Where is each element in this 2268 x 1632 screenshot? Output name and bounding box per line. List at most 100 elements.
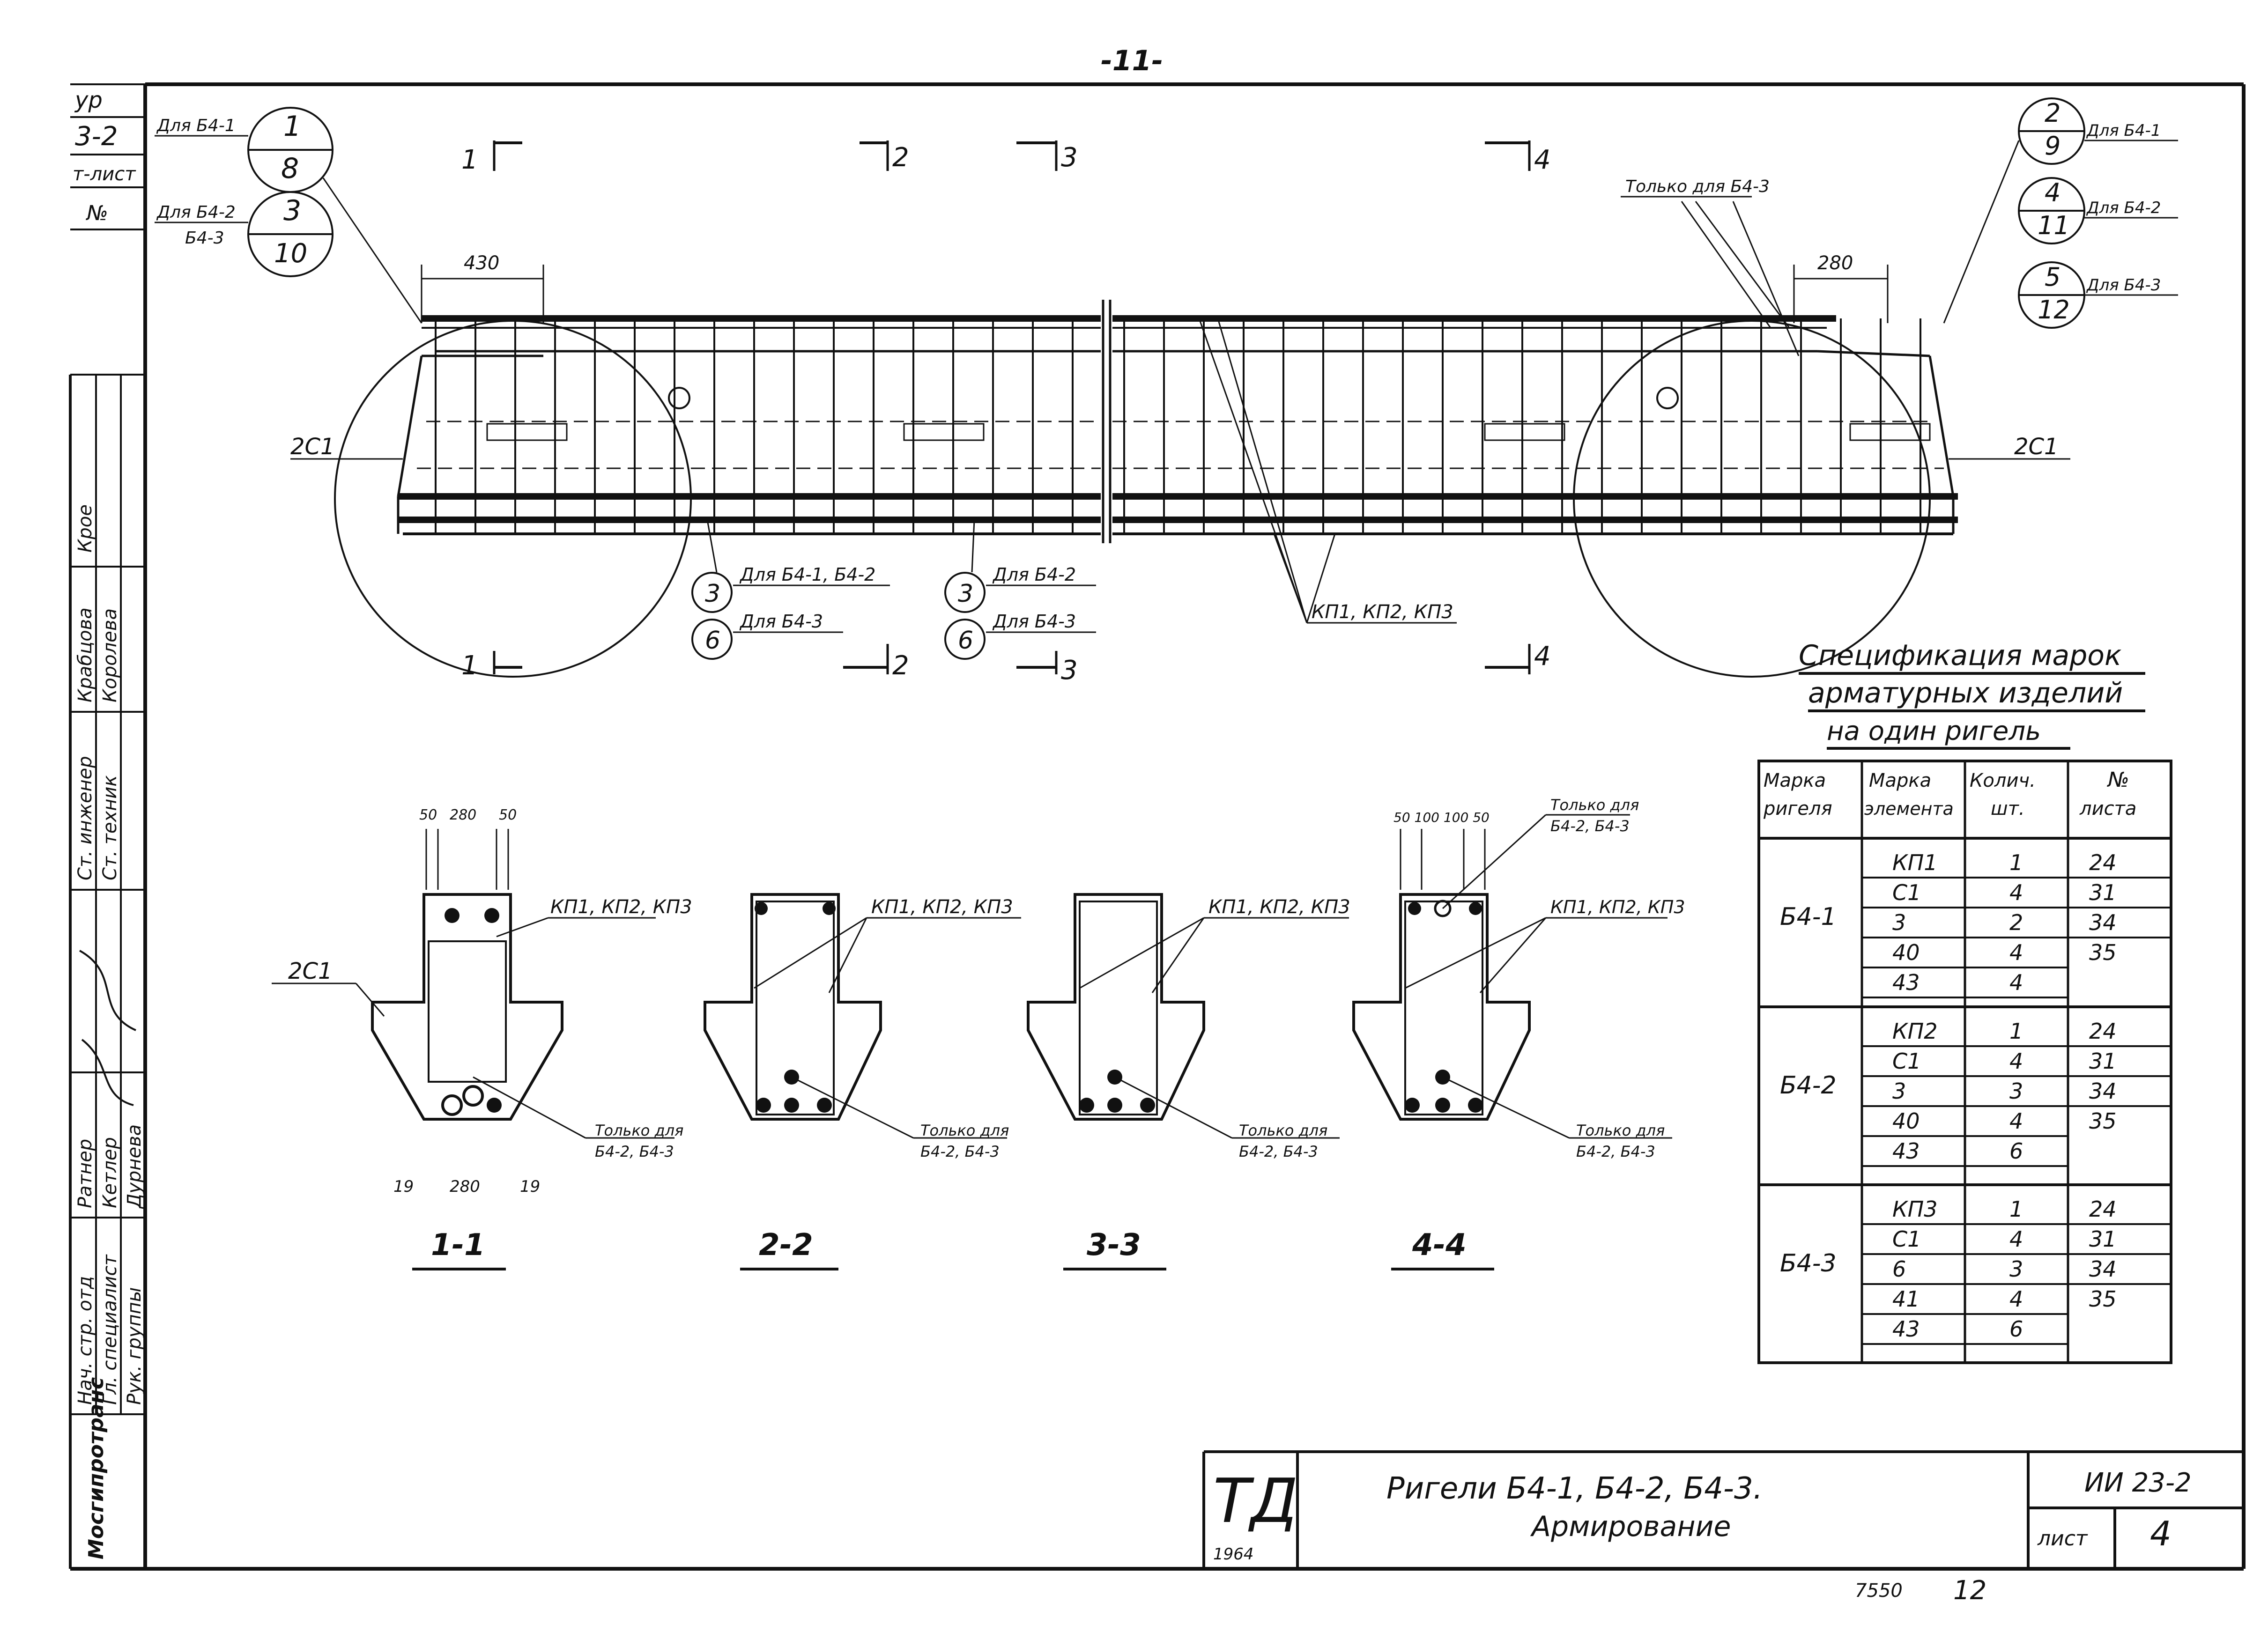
tb-year: 1964: [1213, 1545, 1254, 1564]
spec-cell: 3: [2009, 1078, 2023, 1104]
callout-left-bottom: 3 10 Для Б4-2 Б4-3: [155, 191, 334, 277]
spec-h4b: листа: [2079, 798, 2136, 820]
stamp-role-1: Нач. стр. отд: [74, 1276, 96, 1405]
spec-cell: 35: [2089, 1108, 2117, 1134]
spec-cell: КП2: [1892, 1019, 1938, 1044]
s4-only-label: Только для: [1576, 1122, 1665, 1139]
spec-cell: 3: [1892, 910, 1906, 935]
dim-280-label: 280: [1817, 252, 1853, 274]
title-block: ТД 1964 Ригели Б4-1, Б4-2, Б4-3. Армиров…: [1202, 1450, 2244, 1569]
spec-group-mark: Б4-3: [1780, 1249, 1837, 1278]
footer-n2: 12: [1953, 1575, 1986, 1606]
spec-cell: 24: [2089, 1019, 2117, 1044]
spec-cell: 6: [1892, 1256, 1906, 1282]
spec-cell: 34: [2089, 1078, 2117, 1104]
stamp-frag-4: №: [85, 201, 108, 225]
signature-marks: [79, 950, 136, 1106]
callout-right-1-label: Для Б4-1: [2086, 121, 2161, 140]
section-mark-1-top: 1: [461, 145, 478, 175]
callout-right-3-num: 5: [2045, 262, 2060, 292]
spec-cell: 2: [2009, 910, 2023, 935]
spec-cell: 40: [1892, 940, 1920, 965]
spec-cell: 31: [2089, 1049, 2117, 1074]
s3-title: 3-3: [1087, 1228, 1141, 1263]
section-marks: 1 2 3 4 1 2 3 4: [461, 140, 1551, 686]
callout-bottom-b6-label: Для Б4-3: [992, 611, 1076, 632]
spec-h3a: Колич.: [1970, 770, 2036, 791]
spec-title-3: на один ригель: [1827, 716, 2041, 746]
s3-kp-label: КП1, КП2, КП3: [1208, 896, 1350, 918]
spec-h3b: шт.: [1991, 798, 2025, 820]
callout-left-bot-label1: Для Б4-2: [156, 203, 236, 222]
section-1-1: 50 280 50 КП1, КП2, КП3 2С1 Только для Б…: [272, 807, 692, 1270]
section-mark-1-bottom: 1: [461, 650, 478, 681]
stirrups-right: [1123, 318, 1921, 534]
s1-c1-label: 2С1: [288, 958, 333, 984]
spec-cell: 4: [2009, 1286, 2023, 1312]
spec-table: Марка ригеля Марка элемента Колич. шт. №…: [1757, 760, 2172, 1364]
spec-group-mark: Б4-2: [1780, 1071, 1837, 1100]
stamp-frag-2: 3-2: [75, 121, 118, 152]
s1-dim-50a: 50: [419, 807, 437, 823]
spec-group-mark: Б4-1: [1780, 903, 1837, 931]
callout-right-3: 5 12 Для Б4-3: [2018, 261, 2178, 329]
s4-title: 4-4: [1412, 1228, 1467, 1263]
spec-cell: 1: [2009, 850, 2023, 875]
s1-dim-50b: 50: [499, 807, 517, 823]
s1-only-label2: Б4-2, Б4-3: [595, 1143, 674, 1160]
tb-title-1: Ригели Б4-1, Б4-2, Б4-3.: [1386, 1471, 1763, 1506]
s1-dim-280b: 280: [450, 1177, 480, 1196]
spec-h2b: элемента: [1864, 798, 1954, 819]
spec-cell: 43: [1892, 1316, 1920, 1342]
callout-bottom-b: 3 Для Б4-2 6 Для Б4-3: [944, 519, 1096, 660]
spec-cell: С1: [1892, 1049, 1921, 1074]
s1-dim-280t: 280: [450, 807, 476, 823]
s2-only-label: Только для: [920, 1122, 1009, 1139]
stirrups-left: [435, 318, 1074, 534]
callout-right-3-label: Для Б4-3: [2086, 276, 2161, 295]
spec-cell: 24: [2089, 1196, 2117, 1222]
callout-left-top: 1 8 Для Б4-1: [155, 107, 422, 324]
callout-right-3-den: 12: [2038, 295, 2070, 325]
callout-left-bot-num: 3: [283, 194, 301, 227]
spec-cell: С1: [1892, 1226, 1921, 1252]
spec-cell: 3: [1892, 1078, 1906, 1104]
callout-bottom-a6-label: Для Б4-3: [739, 611, 823, 632]
callout-right-2-num: 4: [2045, 178, 2060, 207]
section-mark-2-top: 2: [892, 142, 909, 173]
callout-right-1: 2 9 Для Б4-1: [1943, 97, 2178, 324]
s1-kp-label: КП1, КП2, КП3: [550, 896, 692, 918]
stamp-frag-1: ур: [74, 87, 103, 113]
s4-top-only2: Б4-2, Б4-3: [1550, 817, 1630, 835]
spec-cell: КП1: [1892, 850, 1938, 875]
s1-dim-19a: 19: [393, 1177, 414, 1196]
callout-right-2: 4 11 Для Б4-2: [2018, 177, 2178, 244]
callout-right-2-label: Для Б4-2: [2086, 199, 2161, 217]
c1-right-label: 2С1: [2014, 434, 2059, 460]
section-mark-3-top: 3: [1061, 142, 1078, 173]
s1-only-label: Только для: [595, 1122, 683, 1139]
callout-kp: КП1, КП2, КП3: [1198, 318, 1457, 624]
c1-left-callout: 2С1: [290, 434, 403, 460]
stamp-name-6: Крое: [74, 504, 96, 553]
page-number: -11-: [1101, 44, 1163, 77]
s2-kp-label: КП1, КП2, КП3: [871, 896, 1013, 918]
s1-dim-19b: 19: [520, 1177, 540, 1196]
spec-cell: 4: [2009, 940, 2023, 965]
spec-cell: 40: [1892, 1108, 1920, 1134]
spec-cell: 43: [1892, 1138, 1920, 1164]
callout-bottom-a: 3 Для Б4-1, Б4-2 6 Для Б4-3: [691, 519, 890, 660]
stamp-column: ур 3-2 т-лист № Нач. стр. отд Гл. специа…: [73, 87, 145, 1559]
section-mark-3-bottom: 3: [1061, 655, 1078, 686]
callout-left-top-label: Для Б4-1: [156, 116, 236, 135]
callout-bottom-b3: 3: [958, 580, 973, 608]
s4-dims: 50 100 100 50: [1393, 810, 1490, 825]
stamp-name-3: Дурнева: [124, 1124, 145, 1209]
spec-cell: 41: [1892, 1286, 1920, 1312]
spec-cell: 4: [2009, 1108, 2023, 1134]
s3-only-label2: Б4-2, Б4-3: [1239, 1143, 1318, 1160]
spec-cell: 4: [2009, 970, 2023, 995]
callout-bottom-b6: 6: [958, 627, 973, 655]
spec-cell: 35: [2089, 1286, 2117, 1312]
